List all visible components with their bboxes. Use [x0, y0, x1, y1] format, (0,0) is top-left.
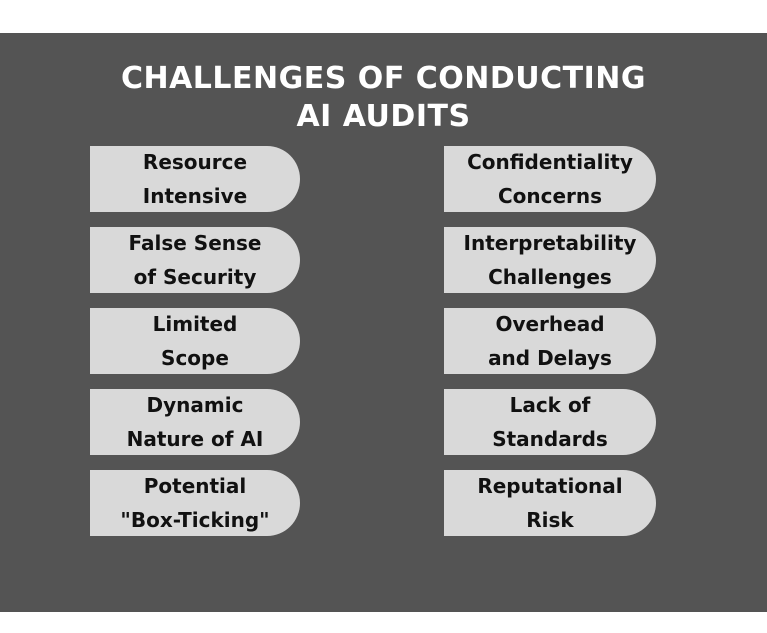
challenge-lack-of-standards: Lack of Standards: [444, 389, 656, 455]
challenge-label-line-2: Scope: [161, 346, 229, 370]
page-title: CHALLENGES OF CONDUCTING AI AUDITS: [0, 60, 767, 136]
challenge-label-line-2: "Box-Ticking": [120, 508, 270, 532]
challenge-label-line-1: Lack of: [509, 393, 591, 417]
title-line-1: CHALLENGES OF CONDUCTING: [120, 61, 647, 96]
challenge-label-line-1: Resource: [142, 150, 248, 174]
challenge-overhead-and-delays: Overhead and Delays: [444, 308, 656, 374]
challenge-potential-box-ticking: Potential "Box-Ticking": [90, 470, 300, 536]
challenge-label-line-2: Risk: [526, 508, 574, 532]
challenge-label-line-2: Standards: [492, 427, 608, 451]
challenge-label-line-1: Reputational: [477, 474, 623, 498]
challenge-label-line-2: of Security: [133, 265, 257, 289]
challenge-label-line-1: Dynamic: [146, 393, 244, 417]
challenge-label-line-1: Overhead: [495, 312, 605, 336]
challenge-label-line-1: False Sense: [128, 231, 262, 255]
challenge-label-line-2: Concerns: [497, 184, 603, 208]
challenge-label-line-1: Confidentiality: [467, 150, 633, 174]
challenge-label-line-1: Interpretability: [463, 231, 637, 255]
title-line-2: AI AUDITS: [296, 99, 471, 134]
challenge-label-line-1: Limited: [152, 312, 238, 336]
challenge-label-line-2: and Delays: [488, 346, 612, 370]
challenge-false-sense-of-security: False Sense of Security: [90, 227, 300, 293]
challenge-label-line-2: Challenges: [488, 265, 612, 289]
challenge-label-line-1: Potential: [143, 474, 247, 498]
challenge-label-line-2: Intensive: [142, 184, 248, 208]
challenge-label-line-2: Nature of AI: [126, 427, 264, 451]
